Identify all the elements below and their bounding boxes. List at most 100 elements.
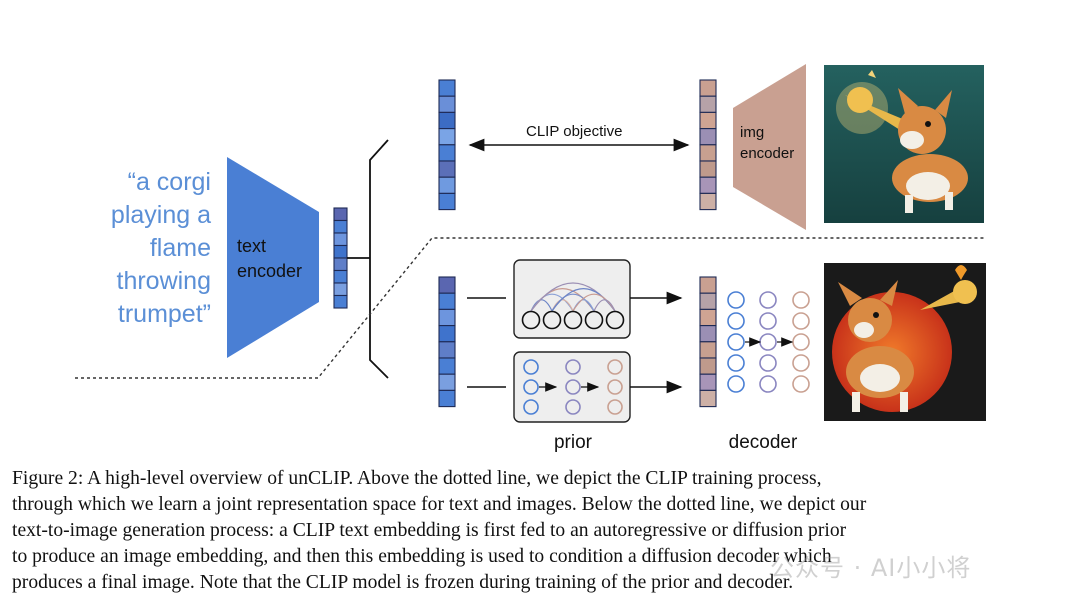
decoder-node [759,354,777,372]
text-embedding-vector [333,207,348,309]
svg-text:encoder: encoder [740,145,794,162]
attention-arc [572,293,616,312]
svg-text:encoder: encoder [237,261,302,281]
decoder-input-embedding [699,276,717,408]
decoder-node [792,375,810,393]
embedding-cell [438,192,456,211]
decoder-node [759,333,777,351]
embedding-cell [699,160,717,178]
img-encoder-label: img encoder [740,124,794,162]
diffusion-node [607,379,623,395]
embedding-cell [438,389,456,408]
unclip-diagram: “a corgi playing a flame throwing trumpe… [75,64,986,453]
embedding-cell [333,244,348,259]
prompt-line: throwing [117,267,212,295]
decoder-node [759,375,777,393]
ar-token-node [563,310,583,330]
text-encoder-label: text encoder [237,236,302,281]
embedding-cell [699,192,717,211]
decoder-node [792,354,810,372]
prior-input-embedding [438,276,456,408]
embedding-cell [699,276,717,294]
decoder-node [759,312,777,330]
embedding-cell [438,95,456,113]
svg-text:img: img [740,124,764,141]
prompt-line: “a corgi [128,168,211,196]
embedding-cell [333,294,348,309]
embedding-cell [333,219,348,234]
embedding-cell [699,292,717,310]
decoder-label: decoder [729,432,798,453]
decoder-node [727,333,745,351]
attention-arc [593,299,616,312]
decoder-node [759,291,777,309]
embedding-cell [438,341,456,359]
prior-label: prior [554,432,593,453]
prompt-line: flame [150,234,211,262]
embedding-cell [333,269,348,284]
caption-line: through which we learn a joint represent… [12,494,867,515]
caption-line: produces a final image. Note that the CL… [12,572,794,593]
dotted-divider [75,237,985,379]
autoregressive-prior-box [513,259,631,339]
svg-text:text: text [237,236,266,256]
decoder-node [727,354,745,372]
embedding-cell [438,292,456,310]
corgi-image-bottom [824,263,986,421]
embedding-cell [699,176,717,194]
embedding-cell [438,373,456,391]
decoder-node [727,375,745,393]
decoder-network [727,291,810,393]
embedding-cell [438,276,456,294]
diffusion-prior-box [513,351,631,423]
diffusion-node [565,379,581,395]
caption-line: Figure 2: A high-level overview of unCLI… [12,468,822,489]
embedding-cell [438,308,456,327]
embedding-cell [333,282,348,297]
clip-text-embedding [438,79,456,211]
decoder-node [792,333,810,351]
embedding-cell [699,325,717,343]
embedding-cell [438,176,456,194]
figure-caption: Figure 2: A high-level overview of unCLI… [12,466,1062,596]
diffusion-node [607,359,623,375]
diffusion-node [565,399,581,415]
embedding-cell [438,160,456,178]
prompt-line: playing a [111,201,211,229]
text-encoder-block [227,157,319,358]
embedding-cell [699,79,717,97]
caption-line: text-to-image generation process: a CLIP… [12,520,847,541]
embedding-cell [438,357,456,375]
clip-image-embedding [699,79,717,211]
watermark-text: 公众号 · AI小小将 [770,554,972,582]
embedding-cell [438,144,456,162]
corgi-image-top [824,65,984,223]
decoder-node [727,291,745,309]
diffusion-node [565,359,581,375]
decoder-node [792,312,810,330]
embedding-cell [438,325,456,343]
embedding-cell [333,232,348,247]
embedding-cell [438,128,456,146]
diffusion-node [523,359,539,375]
embedding-cell [699,144,717,162]
embedding-cell [699,341,717,359]
embedding-cell [699,111,717,130]
ar-token-node [605,310,625,330]
ar-token-node [542,310,562,330]
split-connector [347,139,389,379]
clip-objective-label: CLIP objective [526,123,622,140]
img-encoder-block [733,64,806,230]
embedding-cell [699,389,717,408]
ar-token-node [584,310,604,330]
decoder-node [727,312,745,330]
embedding-cell [699,373,717,391]
diffusion-node [607,399,623,415]
embedding-cell [333,207,348,222]
decoder-node [792,291,810,309]
prompt-text: “a corgi playing a flame throwing trumpe… [111,168,211,328]
caption-line: to produce an image embedding, and then … [12,546,832,567]
embedding-cell [699,357,717,375]
ar-token-node [521,310,541,330]
diffusion-node [523,399,539,415]
